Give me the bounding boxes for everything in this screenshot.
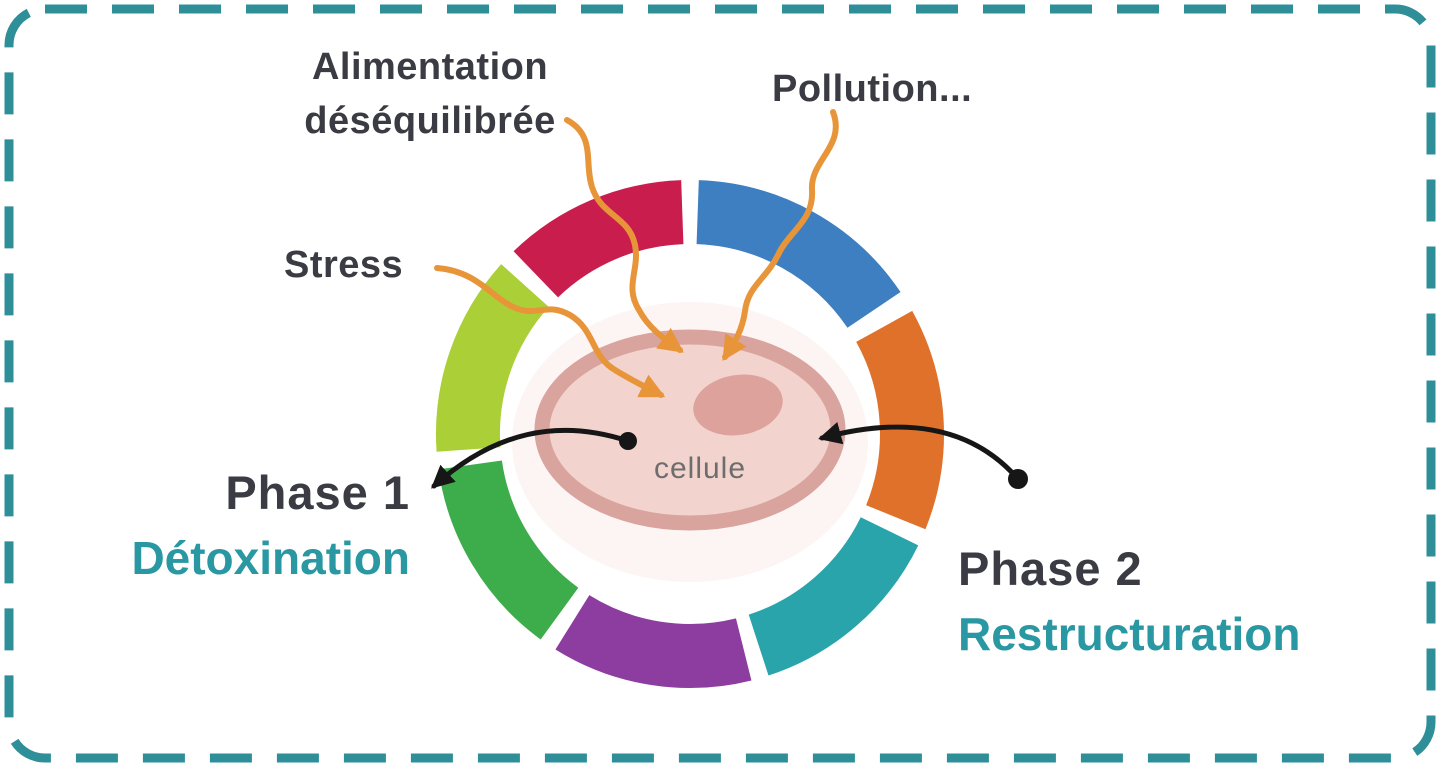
phase1-arrow: [431, 427, 631, 489]
label-alimentation-line2: déséquilibrée: [304, 100, 556, 142]
phase2-block: Phase 2 Restructuration: [958, 536, 1378, 666]
phase1-name: Détoxination: [131, 532, 410, 584]
cause-arrow-pollution: [722, 109, 839, 362]
ring-segment-crimson: [513, 180, 685, 298]
phase2-arrow: [818, 421, 1021, 482]
label-alimentation: Alimentation déséquilibrée: [240, 40, 620, 148]
phase1-title: Phase 1: [225, 466, 410, 519]
ring-segment-purple: [555, 594, 752, 688]
label-stress: Stress: [284, 244, 404, 286]
ring-segment-orange: [855, 310, 944, 530]
phase2-title: Phase 2: [958, 542, 1143, 595]
label-alimentation-line1: Alimentation: [311, 46, 549, 88]
dashed-border: [4, 4, 1436, 763]
phase-ring: [435, 180, 944, 688]
phase1-block: Phase 1 Détoxination: [55, 460, 410, 590]
ring-segment-green: [438, 459, 579, 640]
phase2-name: Restructuration: [958, 608, 1301, 660]
cell-label: cellule: [653, 452, 747, 485]
label-pollution: Pollution...: [772, 68, 973, 110]
ring-segment-lime: [435, 264, 550, 452]
cell-nucleus: [693, 374, 783, 436]
ring-segment-blue: [695, 180, 901, 329]
cause-arrow-alimentation: [564, 117, 684, 353]
cause-arrow-stress: [434, 265, 666, 398]
ring-segment-teal: [748, 516, 919, 676]
